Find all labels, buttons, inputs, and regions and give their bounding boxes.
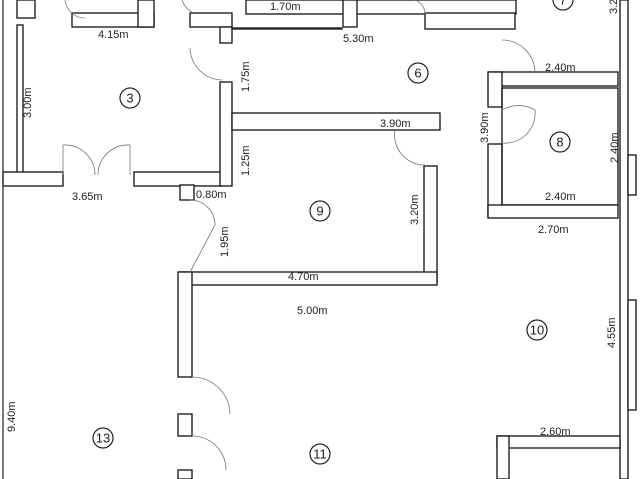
dim-2-40-b: 2.40m [545, 191, 576, 203]
dim-1-75: 1.75m [240, 61, 252, 92]
dim-1-95: 1.95m [219, 226, 231, 257]
room-labels: 3 6 7 8 9 10 11 13 [92, 0, 574, 465]
dimension-labels: 4.15m 1.70m 5.30m 2.40m 3.90m 3.65m 0.80… [6, 0, 621, 438]
dim-2-60: 2.60m [540, 426, 571, 438]
dim-4-55: 4.55m [606, 317, 618, 348]
dim-4-15: 4.15m [98, 29, 129, 41]
room-10: 10 [530, 323, 544, 338]
dim-5-30: 5.30m [343, 33, 374, 45]
doors [62, 0, 536, 471]
dim-3-2-partial: 3.2 [608, 0, 620, 14]
dim-2-40-v: 2.40m [609, 132, 621, 163]
dim-9-40: 9.40m [6, 401, 18, 432]
dim-3-00: 3.00m [22, 87, 34, 118]
room-9: 9 [316, 204, 323, 219]
dim-3-20: 3.20m [409, 194, 421, 225]
dim-3-90-v: 3.90m [479, 112, 491, 143]
dim-2-40-a: 2.40m [545, 62, 576, 74]
dim-3-90-h: 3.90m [380, 118, 411, 130]
dim-3-65: 3.65m [72, 191, 103, 203]
room-13: 13 [96, 431, 110, 446]
dim-4-70: 4.70m [288, 271, 319, 283]
dim-0-80: 0.80m [196, 189, 227, 201]
dim-1-70: 1.70m [270, 1, 301, 13]
room-3: 3 [126, 91, 133, 106]
room-11: 11 [313, 447, 327, 462]
room-8: 8 [556, 135, 563, 150]
room-6: 6 [414, 66, 421, 81]
dim-1-25: 1.25m [240, 145, 252, 176]
room-7: 7 [559, 0, 566, 8]
dim-2-70: 2.70m [538, 224, 569, 236]
dim-5-00: 5.00m [297, 305, 328, 317]
